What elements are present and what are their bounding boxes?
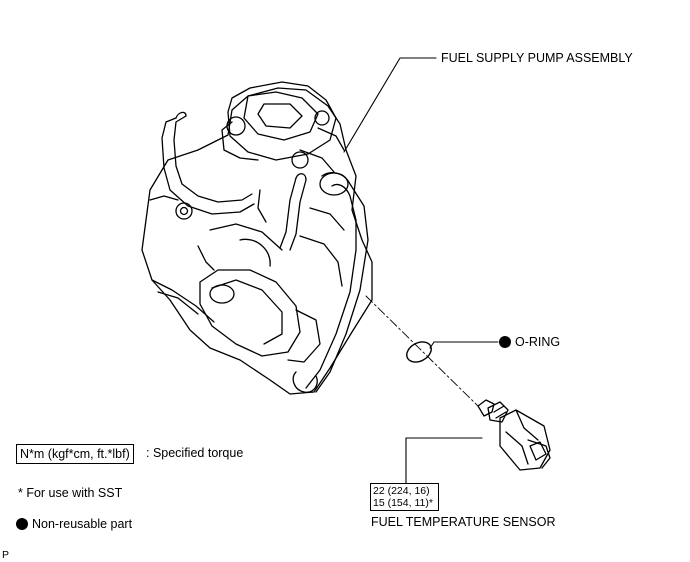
fuel-temperature-sensor-label: FUEL TEMPERATURE SENSOR <box>371 515 556 529</box>
oring-leader-line <box>429 341 499 349</box>
torque-spec-box: 22 (224, 16) 15 (154, 11)* <box>370 483 439 511</box>
assembly-axis-line <box>365 295 479 407</box>
torque-unit-box: N*m (kgf*cm, ft.*lbf) <box>16 444 134 464</box>
torque-spec-line-2: 15 (154, 11)* <box>373 497 433 509</box>
o-ring-label: O-RING <box>515 335 561 349</box>
sensor-leader-line <box>405 437 483 484</box>
fuel-supply-pump-drawing <box>141 81 373 395</box>
leader-lines <box>343 57 499 484</box>
nonreusable-dot-icon <box>499 336 511 348</box>
corner-mark: P <box>2 549 10 561</box>
pump-assembly-label: FUEL SUPPLY PUMP ASSEMBLY <box>441 51 633 65</box>
pump-leader-line <box>343 57 437 153</box>
nonreusable-legend: Non-reusable part <box>16 518 132 531</box>
torque-description: : Specified torque <box>146 446 244 460</box>
fuel-temperature-sensor-drawing <box>477 399 551 471</box>
nonreusable-legend-text: Non-reusable part <box>32 517 133 531</box>
torque-spec-line-1: 22 (224, 16) <box>373 485 430 497</box>
sst-note: * For use with SST <box>18 486 123 500</box>
o-ring-drawing <box>406 341 432 363</box>
nonreusable-legend-dot-icon <box>16 518 28 530</box>
